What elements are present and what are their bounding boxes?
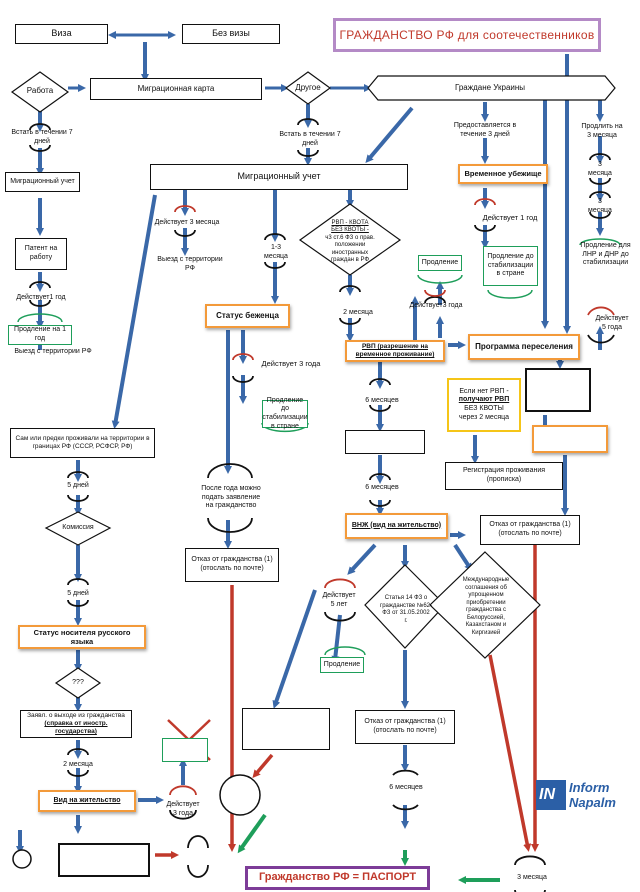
node-komissiya: Комиссия [62,523,94,531]
node-vid-zh: Вид на жительство [38,790,136,812]
node-vnzh: ВНЖ (вид на жительство) [345,513,448,539]
node-zayavl: Заявл. о выходе из гражданства (справка … [20,710,132,738]
node-deystvuet-1god-a: Действует 1 год [482,213,538,223]
node-5dney-a: 5 дней [67,481,89,489]
node-vyezd-1: Выезд с территории РФ [157,256,223,272]
node-migr-karta: Миграционная карта [90,78,262,100]
node-6mes-b: 6 месяцев [365,483,399,491]
node-deystvuet-5let: Действует 5 лет [322,592,356,608]
rvp-kvota-line2: БЕЗ КВОТЫ - [331,227,369,233]
node-registr: Регистрация проживания (прописка) [445,462,563,490]
node-prodlit: Продлить на 3 месяца [581,123,623,139]
node-3mes-a: 3 месяца [588,161,612,177]
node-deystvuet-3g-bottom: Действует 3 года [166,801,200,817]
node-blank-5 [162,738,208,762]
esli-net-line2: получают РВП [458,396,510,404]
node-6mes-c: 6 месяцев [389,783,423,791]
node-esli-net-rvp: Если нет РВП - получают РВП БЕЗ КВОТЫ че… [447,378,521,432]
node-blank-4 [242,708,330,750]
logo-word1: Inform [569,780,610,795]
inform-napalm-logo: IN Inform Napalm [536,780,636,812]
node-patent: Патент на работу [15,238,67,270]
node-2mes-b: 2 месяца [63,760,93,768]
node-posle-goda: После года можно подать заявление на гра… [201,484,261,510]
node-vstat-left: Встать в течении 7 дней [11,129,73,145]
node-programma: Программа переселения [468,334,580,360]
rvp-label: РВП (разрешение на временное проживание) [355,342,435,358]
node-predost: Предоставляется в течение 3 дней [453,122,517,138]
rvp-kvota-line1: РВП - КВОТА [331,219,369,226]
node-status-bezh: Статус беженца [205,304,290,328]
node-3mes-b: 3 месяца [588,198,612,214]
node-deystvuet-1god-b: Действует1 год [16,293,66,301]
node-6mes-a: 6 месяцев [365,396,399,404]
node-otkaz-a: Отказ от гражданства (1) (отослать по по… [185,548,279,582]
node-vyezd-2: Выезд с территории РФ [14,347,92,355]
node-blank-1 [525,368,591,412]
node-mezhdunar: Международные соглашения об упрощенном п… [462,577,510,636]
node-blank-3 [345,430,425,454]
node-2mes-a: 2 месяца [343,308,373,316]
node-deystvuet-3m: Действует 3 месяца [154,218,220,226]
node-prodlenie-a: Продление [418,255,462,271]
node-question: ??? [72,678,84,686]
node-otkaz-c: Отказ от гражданства (1) (отослать по по… [355,710,455,744]
node-deystvuet-5god: Действует 5 года [595,315,629,331]
node-migr-uchet-main: Миграционный учет [150,164,408,190]
node-prodl-stab-a: Продление до стабилизации в стране [483,246,538,286]
node-migr-uchet-left: Миграционный учет [5,172,80,192]
node-status-rus: Статус носителя русского языка [18,625,146,649]
rvp-kvota-line3: ч3 ст.6 ФЗ о прав. положении иностранных… [325,234,375,264]
node-otkaz-b: Отказ от гражданства (1) (отослать по по… [480,515,580,545]
node-vremennoe-ubezh: Временное убежище [458,164,548,184]
node-prodlenie-b: Продление [320,657,364,673]
node-deystvuet-3god-a: Действует3 года [409,301,463,309]
vid-zh-label: Вид на жительство [53,796,121,804]
node-prodl-stab-b: Продление до стабилизации в стране [262,396,308,430]
esli-net-line3: БЕЗ КВОТЫ [464,405,504,412]
node-statya14: Статья 14 ФЗ о гражданстве №62-ФЗ от 31.… [380,595,433,624]
zayavl-line1: Заявл. о выходе из гражданства [27,711,125,719]
node-rvp-kvota: РВП - КВОТА БЕЗ КВОТЫ - ч3 ст.6 ФЗ о пра… [318,212,382,272]
zayavl-line2: (справка от иностр. государства) [44,719,108,736]
node-deystvuet-3goda: Действует 3 года [261,359,321,369]
node-viza: Виза [15,24,108,44]
vnzh-label: ВНЖ (вид на жительство) [351,521,442,529]
node-prodl-1god: Продление на 1 год [8,325,72,345]
title-box: ГРАЖДАНСТВО РФ для соотечественников [333,18,601,52]
node-5dney-b: 5 дней [67,589,89,597]
node-3mes-c: 3 месяца [517,873,547,881]
node-rabota: Работа [26,86,54,95]
node-1-3mes: 1-3 месяца [264,244,288,260]
node-blank-2 [532,425,608,453]
node-prodl-lnr: Продление для ЛНР и ДНР до стабилизации [580,241,631,267]
final-box: Гражданство РФ = ПАСПОРТ [245,866,430,890]
logo-word2: Napalm [569,795,616,810]
node-vstat-center: Встать в течении 7 дней [279,131,341,147]
logo-mark: IN [539,786,555,803]
node-blank-6 [58,843,150,877]
esli-net-line1: Если нет РВП - [459,387,509,395]
node-sami: Сам или предки проживали на территории в… [10,428,155,458]
node-drugoe: Другое [295,83,321,92]
node-rvp: РВП (разрешение на временное проживание) [345,340,445,362]
esli-net-line4: через 2 месяца [458,413,510,421]
node-bez-vizy: Без визы [182,24,280,44]
node-grazhdane-ukrainy: Граждане Украины [454,83,526,92]
